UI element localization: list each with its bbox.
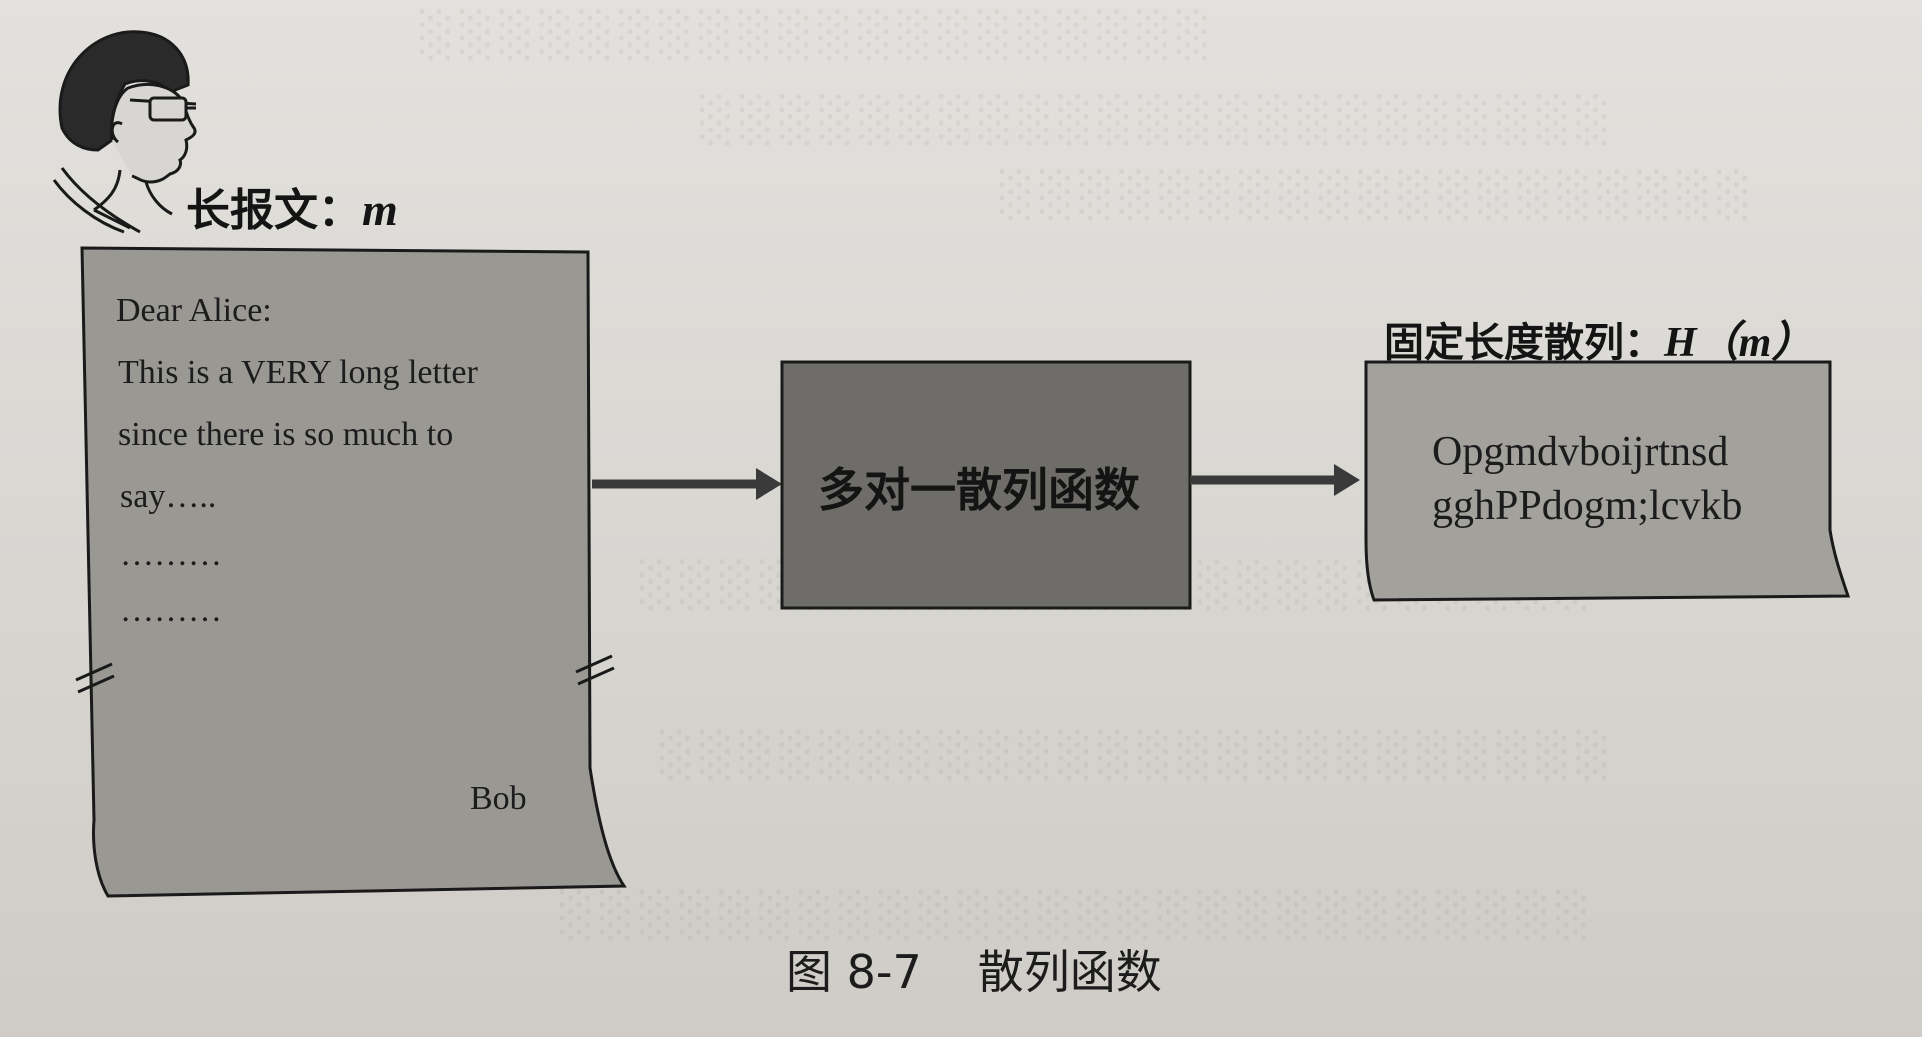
letter-line: Dear Alice: — [116, 292, 272, 329]
letter-line: ……… — [120, 536, 222, 573]
hash-value-line: Opgmdvboijrtnsd — [1432, 429, 1729, 475]
long-message-document — [80, 246, 627, 898]
right-arrow-icon — [592, 468, 782, 500]
long-message-label-text: 长报文： — [186, 185, 362, 236]
fixed-hash-label: 固定长度散列：H（m） — [1384, 308, 1813, 369]
figure-number: 图 8-7 — [786, 945, 922, 999]
background-bleed-through: ░░░░░░░░░░░░░░░░░░░░ — [420, 10, 1217, 61]
letter-line: ……… — [120, 592, 222, 629]
figure-title: 散列函数 — [977, 945, 1162, 999]
hash-function-box — [780, 360, 1192, 610]
background-bleed-through: ░░░░░░░░░░░░░░░░░░░░░░░ — [700, 95, 1617, 146]
background-bleed-through: ░░░░░░░░░░░░░░░░░░░ — [1000, 170, 1757, 221]
hash-value-line: gghPPdogm;lcvkb — [1432, 483, 1743, 529]
break-mark-icon — [75, 662, 115, 694]
hash-variable: H（m） — [1664, 320, 1814, 366]
figure-caption: 图 8-7 散列函数 — [786, 936, 1162, 1002]
letter-signature: Bob — [470, 780, 527, 817]
right-arrow-icon — [1190, 464, 1360, 496]
message-variable: m — [362, 184, 398, 235]
letter-line: This is a VERY long letter — [118, 354, 478, 391]
fixed-hash-document — [1364, 360, 1851, 602]
background-bleed-through: ░░░░░░░░░░░░░░░░░░░░░░░░ — [660, 730, 1617, 781]
hash-function-label: 多对一散列函数 — [818, 463, 1140, 517]
fixed-hash-label-text: 固定长度散列： — [1384, 320, 1664, 366]
letter-line: since there is so much to — [118, 416, 454, 453]
long-message-label: 长报文：m — [186, 174, 398, 238]
background-bleed-through: ░░░░░░░░░░░░░░░░░░░░░░░░░░ — [560, 890, 1596, 941]
break-mark-icon — [575, 654, 615, 686]
person-with-glasses-icon — [52, 30, 197, 234]
letter-line: say….. — [120, 478, 217, 515]
